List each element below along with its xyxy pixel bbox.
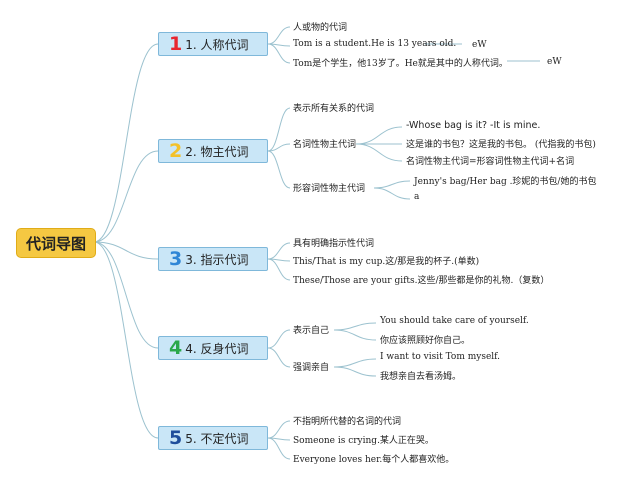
sub-leaf-text: 你应该照顾好你自己。 bbox=[380, 336, 471, 346]
leaf-connector bbox=[333, 358, 377, 368]
branch-title: 3. 指示代词 bbox=[185, 252, 249, 267]
branch-title: 1. 人称代词 bbox=[185, 37, 249, 52]
sub-leaf-text: You should take care of yourself. bbox=[380, 316, 529, 326]
leaf-connector bbox=[355, 143, 403, 162]
leaf-connector bbox=[333, 366, 377, 377]
root-connector bbox=[93, 43, 159, 243]
leaf-connector bbox=[267, 143, 291, 152]
sub-leaf-text: Jenny's bag/Her bag .珍妮的书包/她的书包 bbox=[414, 177, 597, 187]
leaf-text: These/Those are your gifts.这些/那些都是你的礼物.（… bbox=[293, 276, 550, 286]
leaf-connector bbox=[267, 329, 291, 349]
branch-title: 4. 反身代词 bbox=[185, 341, 249, 356]
leaf-connector bbox=[333, 322, 377, 331]
root-connector bbox=[93, 150, 159, 243]
leaf-connector bbox=[373, 180, 411, 189]
branch-reflexive-pronouns[interactable]: 4 4. 反身代词 bbox=[158, 336, 268, 360]
branch-indefinite-pronouns[interactable]: 5 5. 不定代词 bbox=[158, 426, 268, 450]
leaf-connector bbox=[267, 347, 291, 368]
branch-title: 5. 不定代词 bbox=[185, 431, 249, 446]
branch-number: 5 bbox=[169, 426, 183, 449]
root-node[interactable]: 代词导图 bbox=[16, 228, 96, 258]
sub-node: 强调亲自 bbox=[293, 363, 330, 373]
root-connector bbox=[93, 241, 159, 260]
branch-number: 1 bbox=[169, 32, 183, 55]
leaf-text: Someone is crying.某人正在哭。 bbox=[293, 436, 434, 446]
leaf-text: Everyone loves her.每个人都喜欢他。 bbox=[293, 455, 455, 465]
leaf-text: 表示所有关系的代词 bbox=[293, 104, 375, 114]
branch-title: 2. 物主代词 bbox=[185, 144, 249, 159]
leaf-text: 具有明确指示性代词 bbox=[293, 239, 375, 249]
leaf-connector bbox=[267, 258, 291, 281]
leaf-connector bbox=[373, 187, 411, 200]
sub-leaf-text: 名词性物主代词=形容词性物主代词+名词 bbox=[406, 157, 575, 167]
leaf-connector bbox=[267, 150, 291, 189]
branch-number: 3 bbox=[169, 247, 183, 270]
branch-demonstrative-pronouns[interactable]: 3 3. 指示代词 bbox=[158, 247, 268, 271]
sub-leaf-text: 这是谁的书包？这是我的书包。 (代指我的书包) bbox=[406, 140, 596, 150]
leaf-text: 人或物的代词 bbox=[293, 23, 348, 33]
leaf-text: This/That is my cup.这/那是我的杯子.(单数) bbox=[293, 257, 480, 267]
branch-number: 2 bbox=[169, 139, 183, 162]
root-connector bbox=[93, 241, 159, 349]
sub-leaf-text: -Whose bag is it? -It is mine. bbox=[406, 120, 541, 131]
leaf-connector bbox=[267, 43, 291, 64]
leaf-connector bbox=[267, 437, 291, 460]
sub-node: 表示自己 bbox=[293, 326, 330, 336]
sub-leaf-text: a bbox=[414, 192, 420, 202]
leaf-text: 不指明所代替的名词的代词 bbox=[293, 417, 402, 427]
leaf-text: Tom是个学生，他13岁了。He就是其中的人称代词。 bbox=[293, 59, 508, 69]
leaf-connector bbox=[333, 329, 377, 341]
leaf-connector bbox=[355, 126, 403, 145]
sub-node: 名词性物主代词 bbox=[293, 140, 357, 150]
root-connector bbox=[93, 241, 159, 439]
sub-node: 形容词性物主代词 bbox=[293, 184, 366, 194]
root-label: 代词导图 bbox=[25, 234, 86, 253]
branch-personal-pronouns[interactable]: 1 1. 人称代词 bbox=[158, 32, 268, 56]
leaf-connector bbox=[267, 420, 291, 439]
branch-possessive-pronouns[interactable]: 2 2. 物主代词 bbox=[158, 139, 268, 163]
leaf-note: eW bbox=[472, 40, 487, 50]
leaf-connector bbox=[267, 242, 291, 260]
leaf-connector bbox=[267, 26, 291, 45]
branch-number: 4 bbox=[169, 336, 183, 359]
sub-leaf-text: 我想亲自去看汤姆。 bbox=[380, 372, 462, 382]
leaf-connector bbox=[267, 107, 291, 152]
sub-leaf-text: I want to visit Tom myself. bbox=[380, 352, 501, 362]
leaf-note: eW bbox=[547, 57, 562, 67]
leaf-text: Tom is a student.He is 13 years old. bbox=[293, 39, 457, 49]
